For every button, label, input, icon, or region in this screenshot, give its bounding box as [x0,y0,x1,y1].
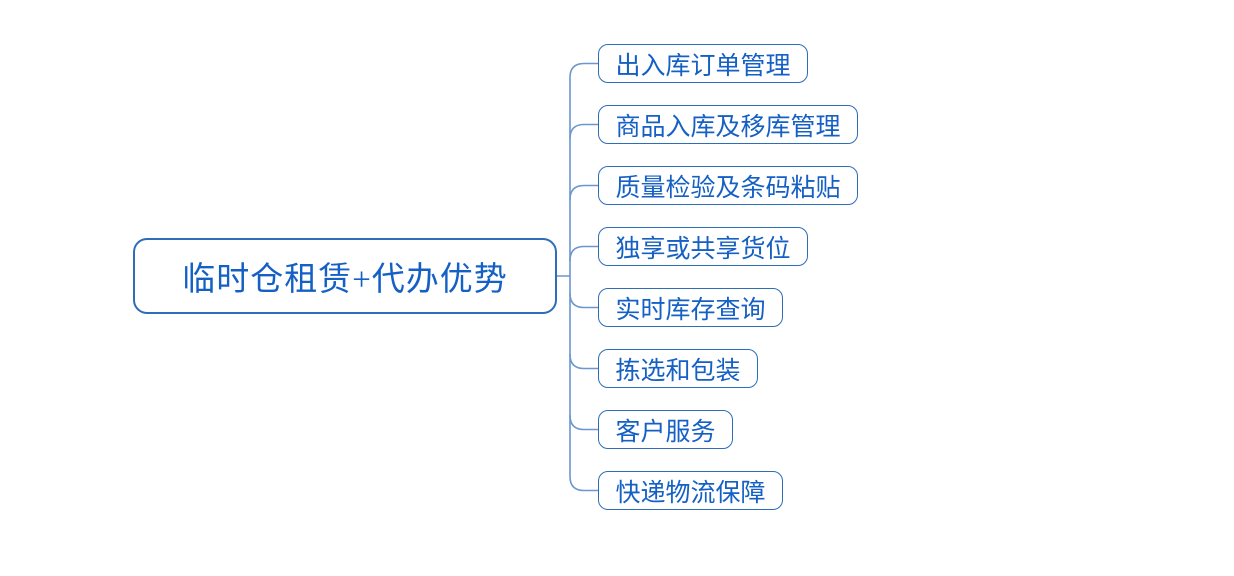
child-topic-label: 商品入库及移库管理 [615,113,841,141]
root-topic-node[interactable]: 临时仓租赁+代办优势 [133,238,557,314]
child-connector-4 [569,245,599,262]
child-connector-2 [569,123,599,140]
child-topic-node[interactable]: 独享或共享货位 [598,227,808,266]
spine-connector [569,62,599,492]
child-connector-3 [569,184,599,201]
child-topic-node[interactable]: 实时库存查询 [598,288,783,327]
child-topic-label: 实时库存查询 [615,296,766,324]
child-topic-node[interactable]: 出入库订单管理 [598,44,808,83]
child-topic-node[interactable]: 质量检验及条码粘贴 [598,166,858,205]
child-topic-label: 拣选和包装 [615,357,741,385]
child-topic-label: 出入库订单管理 [615,52,791,80]
child-topic-node[interactable]: 快递物流保障 [598,471,783,510]
child-topic-label: 客户服务 [615,418,716,446]
child-topic-node[interactable]: 客户服务 [598,410,733,449]
child-topic-node[interactable]: 拣选和包装 [598,349,758,388]
child-topic-label: 质量检验及条码粘贴 [615,174,841,202]
child-topic-label: 快递物流保障 [615,479,766,507]
child-connector-7 [569,414,599,431]
child-topic-node[interactable]: 商品入库及移库管理 [598,105,858,144]
child-connector-5 [569,292,599,309]
child-connector-6 [569,353,599,370]
root-topic-label: 临时仓租赁+代办优势 [182,262,508,298]
child-topic-label: 独享或共享货位 [615,235,791,263]
